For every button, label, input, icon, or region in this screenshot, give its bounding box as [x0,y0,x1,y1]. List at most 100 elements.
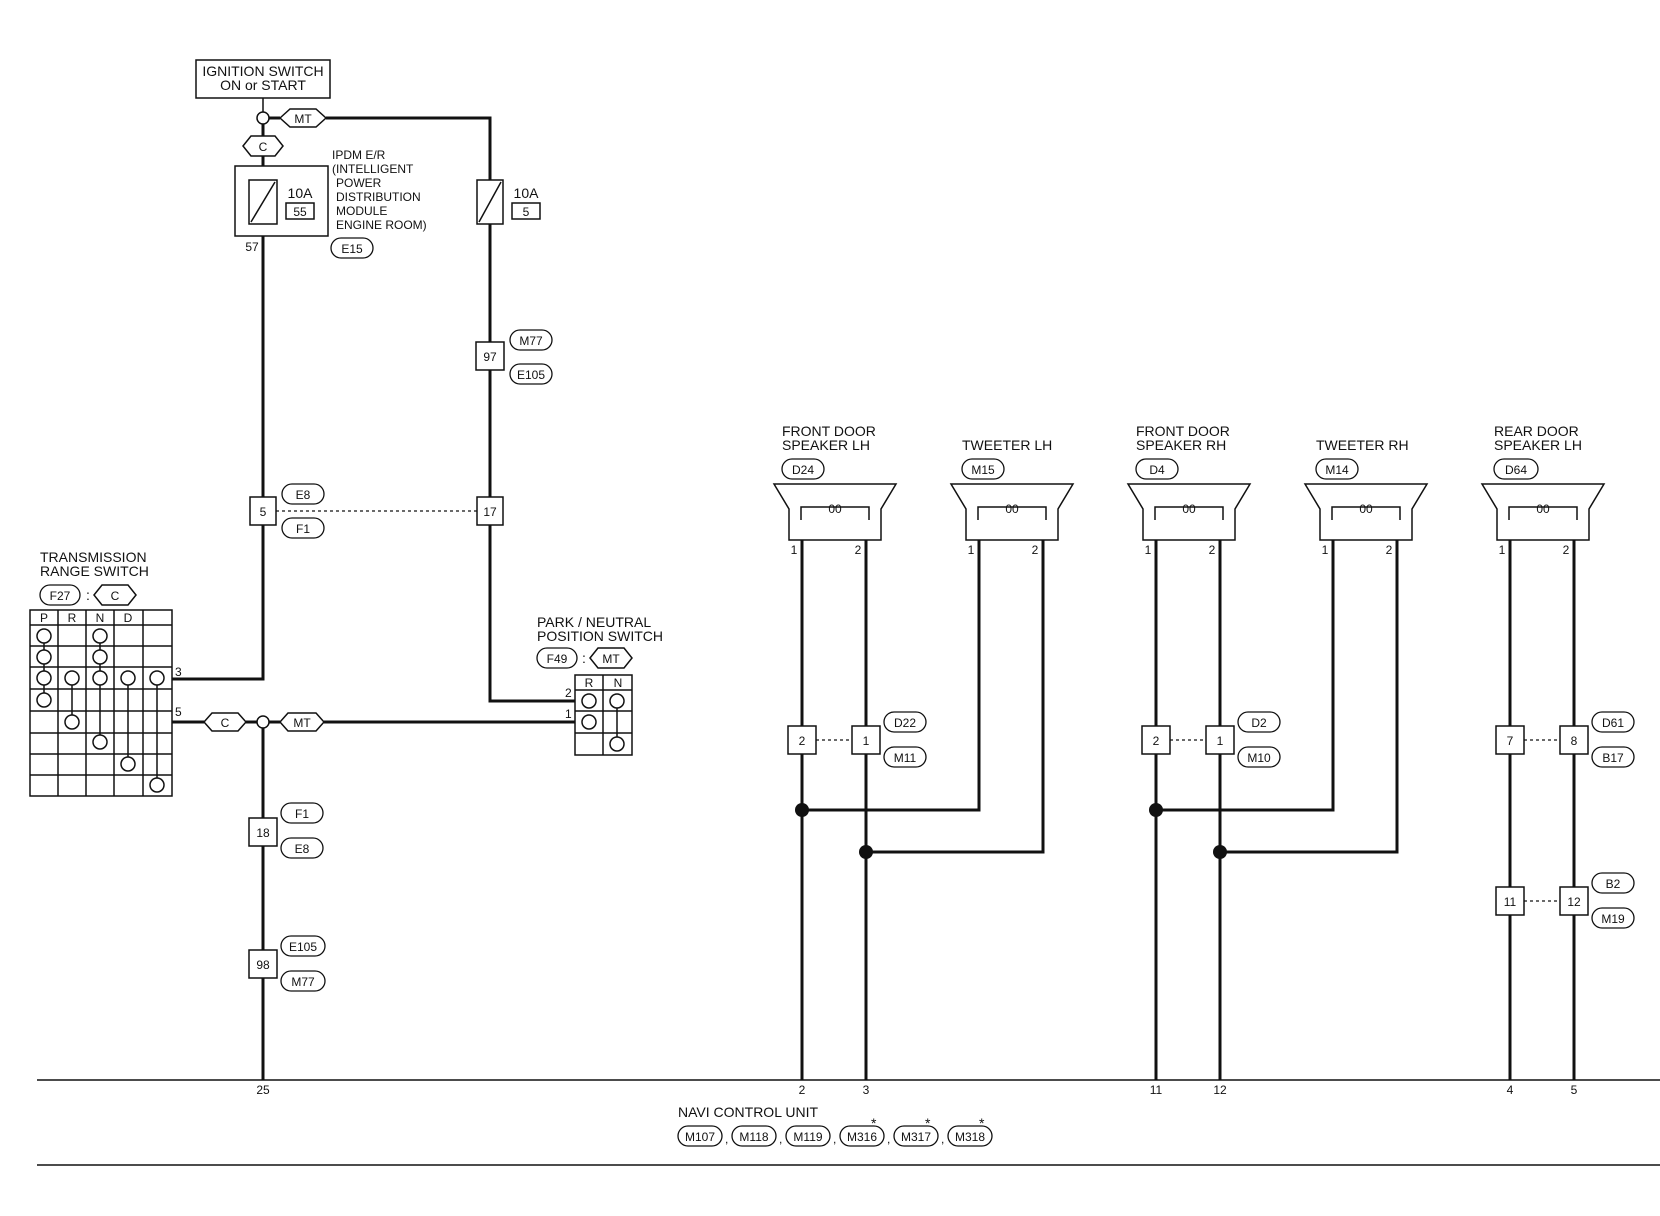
svg-text:D64: D64 [1505,463,1527,477]
svg-text:2: 2 [1209,543,1216,557]
svg-text:REAR DOOR: REAR DOOR [1494,423,1579,439]
svg-text:2: 2 [855,543,862,557]
tag-c-top: C [242,135,284,157]
svg-text:1: 1 [968,543,975,557]
svg-text:POSITION SWITCH: POSITION SWITCH [537,628,663,644]
svg-text:5: 5 [1571,1083,1578,1097]
tag-mt-mid: MT [278,712,326,732]
svg-text:2: 2 [799,1083,806,1097]
svg-text:1: 1 [1322,543,1329,557]
svg-text:2: 2 [1032,543,1039,557]
transmission-range-switch-grid: P R N D 3 5 [29,609,182,797]
svg-text:11: 11 [1504,895,1517,909]
park-neutral-switch-label: PARK / NEUTRAL POSITION SWITCH F49 : MT [536,614,663,669]
joint-98: 98 E105 M77 [248,935,326,992]
svg-text:98: 98 [256,958,270,972]
inline-connector-rh: 2 1 D2 M10 [1141,711,1281,768]
svg-text:DISTRIBUTION: DISTRIBUTION [336,190,421,204]
svg-text:,: , [725,1132,728,1146]
svg-text:F49: F49 [547,652,568,666]
svg-text:F1: F1 [295,807,309,821]
tweeter-rh: TWEETER RH M14 00 1 2 [1303,437,1429,557]
ipdm-fuse-rating: 10A [288,185,314,201]
svg-text:RANGE SWITCH: RANGE SWITCH [40,563,149,579]
svg-text:E8: E8 [296,488,311,502]
ipdm-label: IPDM E/R (INTELLIGENT POWER DISTRIBUTION… [332,148,427,232]
svg-text:1: 1 [1145,543,1152,557]
svg-text:M77: M77 [291,975,315,989]
svg-text:11: 11 [1150,1083,1163,1097]
svg-text:17: 17 [483,505,497,519]
svg-text:3: 3 [863,1083,870,1097]
svg-text:00: 00 [1359,502,1373,516]
mid-splice [256,715,270,729]
svg-text:2: 2 [799,734,806,748]
svg-text:FRONT DOOR: FRONT DOOR [1136,423,1230,439]
navi-unit-title: NAVI CONTROL UNIT [678,1104,818,1120]
svg-text:*: * [871,1115,877,1131]
svg-text:C: C [221,716,230,730]
svg-text:8: 8 [1571,734,1578,748]
svg-text:MODULE: MODULE [336,204,387,218]
svg-text:R: R [585,676,594,690]
speaker-front-lh: FRONT DOOR SPEAKER LH D24 00 1 2 [772,423,898,557]
svg-text:00: 00 [1536,502,1550,516]
svg-text:PARK / NEUTRAL: PARK / NEUTRAL [537,614,651,630]
svg-text:C: C [259,140,268,154]
svg-text:,: , [833,1132,836,1146]
svg-text:1: 1 [791,543,798,557]
svg-text:D61: D61 [1602,716,1624,730]
speaker-rear-lh: REAR DOOR SPEAKER LH D64 00 1 2 [1480,423,1606,557]
svg-text:2: 2 [1563,543,1570,557]
svg-text:,: , [941,1132,944,1146]
svg-text:00: 00 [1005,502,1019,516]
joint-18: 18 F1 E8 [248,802,324,859]
inline-connector-rear-upper: 7 8 D61 B17 [1495,711,1635,768]
tweeter-lh: TWEETER LH M15 00 1 2 [949,437,1075,557]
svg-text:M318: M318 [955,1130,985,1144]
svg-text:MT: MT [602,652,620,666]
svg-text:,: , [779,1132,782,1146]
svg-text:SPEAKER LH: SPEAKER LH [1494,437,1582,453]
svg-text:M11: M11 [894,751,917,765]
park-neutral-switch-grid: R N 2 1 [565,674,633,756]
transmission-range-switch-label: TRANSMISSION RANGE SWITCH F27 : C [39,549,149,606]
svg-text:FRONT DOOR: FRONT DOOR [782,423,876,439]
svg-text:5: 5 [175,705,182,719]
svg-text:E8: E8 [295,842,310,856]
ignition-label-1: IGNITION SWITCH [202,63,323,79]
svg-text:R: R [68,611,77,625]
svg-text:P: P [40,611,48,625]
svg-text:MT: MT [294,112,312,126]
ignition-splice [256,111,270,125]
svg-text::: : [582,650,586,666]
svg-text:IPDM E/R: IPDM E/R [332,148,386,162]
svg-text:F1: F1 [296,522,310,536]
svg-text:M317: M317 [901,1130,931,1144]
svg-text:M77: M77 [519,334,543,348]
inline-connector-lh: 2 1 D22 M11 [787,711,927,768]
svg-text:2: 2 [1153,734,1160,748]
svg-text:7: 7 [1507,734,1514,748]
splice-rh-neg [1149,803,1163,817]
svg-text:18: 18 [256,826,270,840]
svg-text:POWER: POWER [336,176,382,190]
svg-text:E105: E105 [289,940,317,954]
svg-text:M14: M14 [1325,463,1349,477]
joint-97: 97 M77 E105 [475,329,553,385]
svg-text:M107: M107 [685,1130,715,1144]
svg-text:SPEAKER LH: SPEAKER LH [782,437,870,453]
svg-text:D24: D24 [792,463,814,477]
svg-text:97: 97 [483,350,497,364]
svg-text:B2: B2 [1606,877,1621,891]
svg-text:5: 5 [260,505,267,519]
svg-text:12: 12 [1567,895,1581,909]
ignition-label-2: ON or START [220,77,306,93]
ignition-switch: IGNITION SWITCH ON or START [195,59,331,99]
joint-5: 5 E8 F1 [249,483,325,539]
svg-text:3: 3 [175,665,182,679]
svg-text:1: 1 [565,707,572,721]
svg-text:M119: M119 [793,1130,822,1144]
fuse-mt-number: 5 [523,205,530,219]
